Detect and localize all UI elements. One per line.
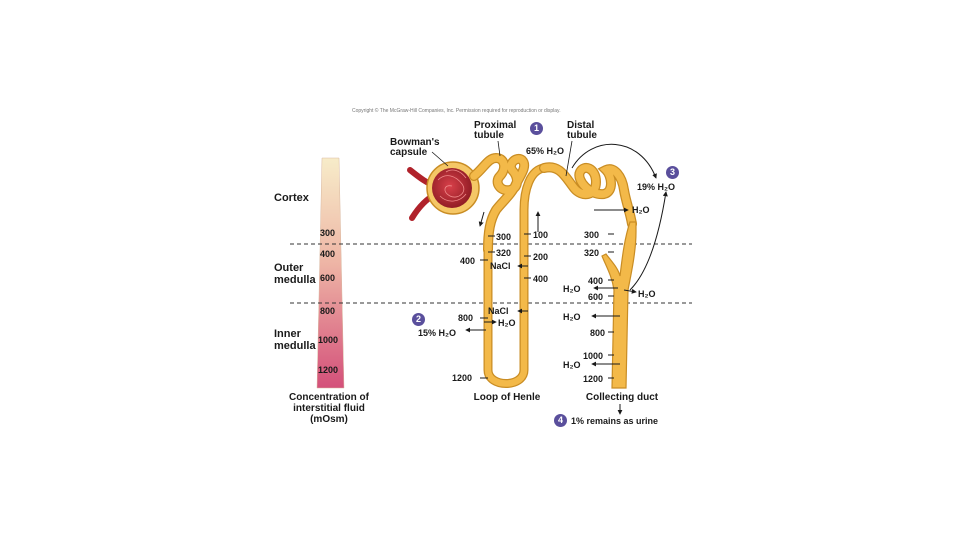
duct-value-300: 300	[584, 230, 600, 240]
label-bowmans-capsule: Bowman's capsule	[390, 137, 440, 158]
loop-h2o-lower: H₂O	[498, 318, 516, 328]
collecting-duct-shape	[601, 221, 637, 389]
loop-asc-400: 400	[533, 274, 549, 284]
step-badge-2: 2	[412, 313, 425, 326]
scale-value-600: 600	[320, 273, 336, 283]
scale-value-1200: 1200	[318, 365, 339, 375]
duct-h2o-400: H₂O	[563, 284, 581, 294]
loop-asc-200: 200	[533, 252, 549, 262]
duct-value-600: 600	[588, 292, 604, 302]
scale-value-300: 300	[320, 228, 336, 238]
step-badge-3: 3	[666, 166, 679, 179]
scale-value-800: 800	[320, 306, 336, 316]
concentration-scale-bar	[316, 157, 345, 389]
step-1-label: 65% H₂O	[526, 146, 565, 156]
step-badge-4: 4	[554, 414, 567, 427]
step-badge-1: 1	[530, 122, 543, 135]
copyright-notice: Copyright © The McGraw-Hill Companies, I…	[352, 108, 561, 114]
loop-desc-1200: 1200	[452, 373, 473, 383]
loop-asc-100: 100	[533, 230, 549, 240]
duct-h2o-top: H₂O	[632, 205, 650, 215]
duct-value-1200: 1200	[583, 374, 604, 384]
loop-nacl-upper: NaCl	[490, 261, 511, 271]
glomerulus-capillaries	[437, 169, 467, 202]
step-4-label: 1% remains as urine	[571, 416, 659, 426]
duct-value-800: 800	[590, 328, 606, 338]
caption-collecting-duct: Collecting duct	[585, 392, 659, 403]
caption-loop-of-henle: Loop of Henle	[473, 392, 541, 403]
label-proximal-tubule: Proximal tubule	[474, 120, 517, 141]
zone-label-cortex: Cortex	[274, 192, 309, 204]
scale-caption: Concentration of interstitial fluid (mOs…	[289, 392, 369, 425]
loop-desc-320: 320	[496, 248, 512, 258]
label-distal-tubule: Distal tubule	[567, 120, 597, 141]
loop-nacl-lower: NaCl	[488, 306, 509, 316]
zone-label-inner-medulla: Inner medulla	[274, 328, 316, 352]
duct-value-400: 400	[588, 276, 604, 286]
step-2-label: 15% H₂O	[418, 328, 457, 338]
glomerulus	[432, 168, 472, 208]
duct-value-320: 320	[584, 248, 600, 258]
zone-label-outer-medulla: Outer medulla	[274, 262, 316, 286]
duct-h2o-mid: H₂O	[563, 312, 581, 322]
duct-h2o-right: H₂O	[638, 289, 656, 299]
scale-value-400: 400	[320, 249, 336, 259]
loop-desc-800: 800	[458, 313, 474, 323]
duct-value-1000: 1000	[583, 351, 604, 361]
duct-h2o-low: H₂O	[563, 360, 581, 370]
step-3-label: 19% H₂O	[637, 182, 676, 192]
loop-desc-400: 400	[460, 256, 476, 266]
scale-value-1000: 1000	[318, 335, 339, 345]
loop-desc-300: 300	[496, 232, 512, 242]
